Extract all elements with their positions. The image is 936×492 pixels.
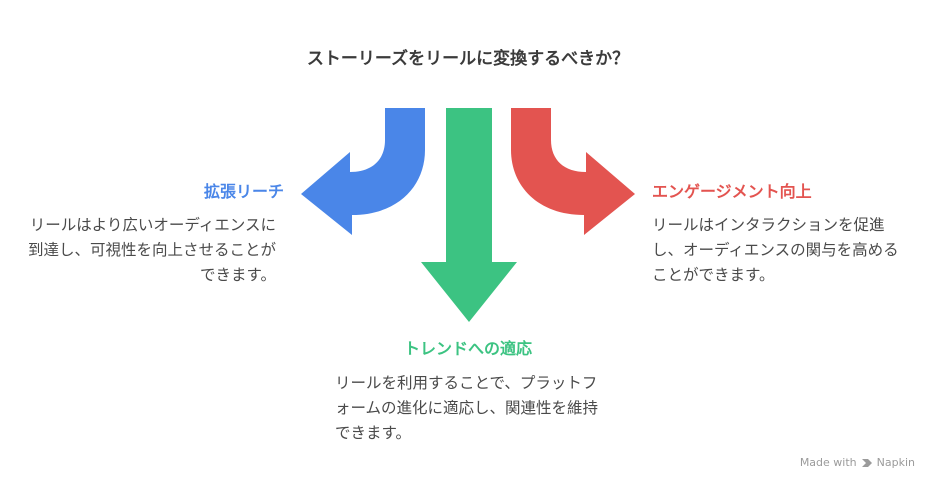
napkin-brand-label: Napkin (876, 456, 915, 469)
right-branch-description: リールはインタラクションを促進し、オーディエンスの関与を高めることができます。 (652, 216, 899, 284)
middle-arrow (421, 108, 517, 322)
right-arrow (511, 108, 635, 235)
left-branch-description: リールはより広いオーディエンスに到達し、可視性を向上させることができます。 (27, 216, 276, 284)
middle-branch-heading: トレンドへの適応 (403, 339, 532, 358)
made-with-napkin-footer[interactable]: Made with Napkin (800, 456, 915, 469)
right-branch-heading: エンゲージメント向上 (652, 182, 812, 201)
left-arrow (301, 108, 425, 235)
made-with-label: Made with (799, 456, 857, 469)
left-branch-heading: 拡張リーチ (203, 182, 284, 201)
napkin-logo-icon (861, 458, 872, 467)
diagram-title: ストーリーズをリールに変換するべきか？ (306, 49, 630, 69)
middle-branch-description: リールを利用することで、プラットフォームの進化に適応し、関連性を維持できます。 (335, 374, 599, 442)
